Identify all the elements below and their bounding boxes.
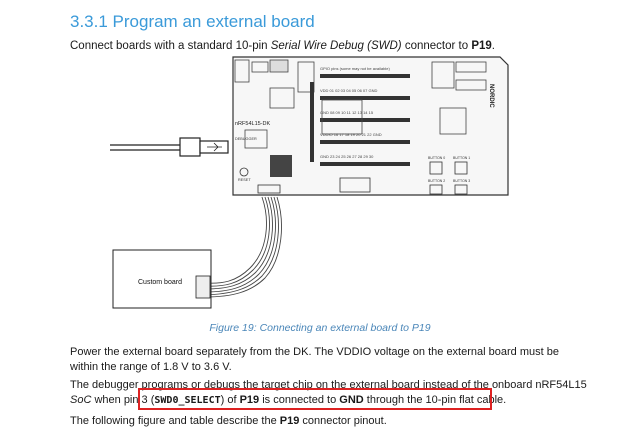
p19-bold: P19 [239, 394, 260, 406]
button-2-label: BUTTON 2 [428, 179, 445, 183]
intro-text-post: . [491, 40, 495, 52]
intro-paragraph: Connect boards with a standard 10-pin Se… [70, 40, 495, 52]
flat-cable [204, 196, 282, 298]
intro-italic: Serial Wire Debug (SWD) [270, 40, 402, 52]
of-text: ) of [220, 394, 240, 406]
intro-bold: P19 [471, 40, 492, 52]
custom-board-label: Custom board [138, 279, 182, 286]
button-0-label: BUTTON 0 [428, 156, 445, 160]
dk-board: GPIO pins (some may not be available) VD… [232, 56, 509, 196]
button-3-label: BUTTON 3 [453, 179, 470, 183]
pinout-text-pre: The following figure and table describe … [70, 415, 280, 427]
svg-text:GND 08 09 10 11 12 13 14 15: GND 08 09 10 11 12 13 14 15 [320, 110, 374, 115]
svg-text:VDD 01 02 03 04 05 06 07 GND: VDD 01 02 03 04 05 06 07 GND [320, 88, 377, 93]
board-connection-figure: GPIO pins (some may not be available) VD… [110, 56, 509, 309]
pinout-text-post: connector pinout. [299, 415, 387, 427]
brand-label: NORDIC [488, 84, 494, 108]
paragraph-pinout: The following figure and table describe … [70, 414, 387, 429]
paragraph-power: Power the external board separately from… [70, 345, 559, 375]
custom-board: Custom board [112, 249, 212, 309]
connected-text: is connected to [259, 394, 340, 406]
reset-label: RESET [238, 178, 251, 182]
intro-text-pre: Connect boards with a standard 10-pin [70, 40, 271, 52]
usb-cable [110, 137, 229, 157]
pinout-bold: P19 [279, 415, 300, 427]
debugger-label: DEBUGGER [235, 137, 257, 141]
swd-select-code: SWD0_SELECT [154, 395, 221, 406]
svg-text:GPIO pins (some may not be ava: GPIO pins (some may not be available) [320, 66, 390, 71]
svg-text:VDDIO 16 17 18 19 20 21 22 GND: VDDIO 16 17 18 19 20 21 22 GND [320, 132, 382, 137]
intro-text-mid: connector to [401, 40, 472, 52]
svg-text:GND 23 24 25 26 27 28 29 30: GND 23 24 25 26 27 28 29 30 [320, 154, 374, 159]
paragraph-power-line2: within the range of 1.8 V to 3.6 V. [70, 361, 232, 373]
soc-text: SoC [70, 394, 92, 406]
section-heading: 3.3.1 Program an external board [70, 12, 315, 31]
paragraph-power-line1: Power the external board separately from… [70, 346, 559, 358]
highlight-box [138, 388, 492, 410]
figure-caption: Figure 19: Connecting an external board … [209, 322, 431, 334]
gnd-bold: GND [339, 394, 364, 406]
paragraph-debugger-line2: SoC when pin 3 (SWD0_SELECT) of P19 is c… [70, 393, 587, 408]
board-name-label: nRF54L15-DK [235, 121, 270, 127]
button-1-label: BUTTON 1 [453, 156, 470, 160]
cable-text: through the 10-pin flat cable. [363, 394, 507, 406]
